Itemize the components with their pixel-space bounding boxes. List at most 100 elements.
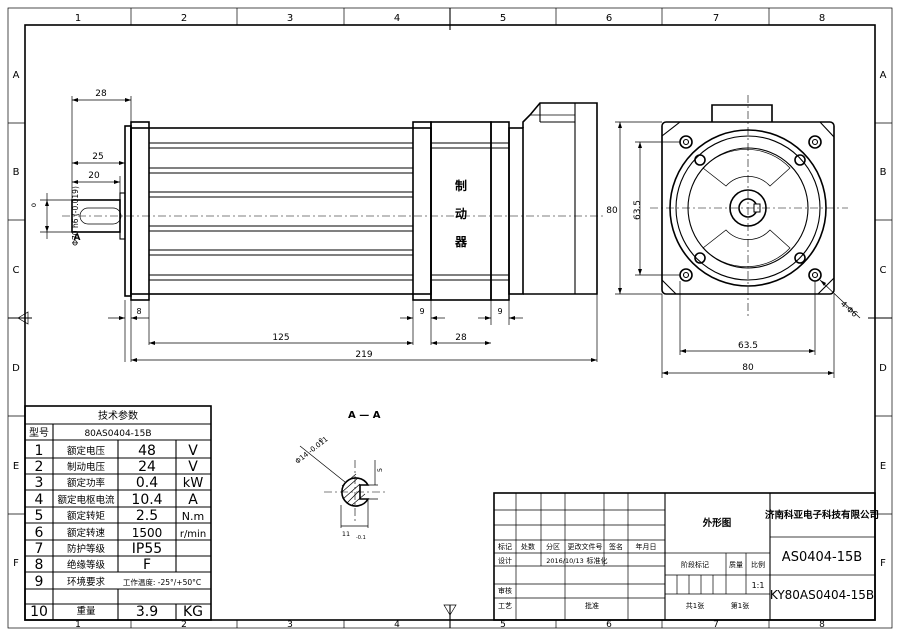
col-label-top: 5 [500,13,506,24]
row-label-right: F [880,558,886,569]
tb-sheets-total: 共1张 [686,601,704,610]
col-label-bottom: 3 [287,620,293,630]
dim-28-top: 28 [95,89,107,99]
dim-63-5-horizontal: 63.5 [738,341,758,351]
dim-8: 8 [136,307,141,316]
dim-80-bottom: 80 [742,363,754,373]
dim-shaft-diameter: Φ70 h6 (-0.019) [71,186,80,246]
spec-no: 8 [35,557,44,573]
section-mark: A [74,233,81,243]
spec-no: 6 [35,525,44,541]
spec-name: 绝缘等级 [67,559,106,571]
tb-review: 审核 [498,586,512,595]
brake-label: 动 [455,207,467,221]
section-key-depth-sub: -0.1 [356,535,366,541]
brake-label: 器 [454,235,468,249]
spec-unit: kW [183,476,204,491]
dim-9-left: 9 [419,307,424,316]
spec-no: 7 [35,541,44,557]
spec-value: 10.4 [131,492,162,508]
spec-no: 1 [35,443,44,459]
section-key-depth: 11 [342,530,350,538]
specs-model-value: 80AS0404-15B [84,429,151,439]
spec-no: 5 [35,508,44,524]
dim-80-right: 80 [606,206,618,216]
motor-body [130,127,432,295]
row-label-right: A [880,70,887,81]
dim-219: 219 [355,350,372,360]
col-label-top: 7 [713,13,719,24]
col-label-bottom: 8 [819,620,825,630]
spec-value: 48 [138,443,156,459]
brake-label: 制 [455,178,467,193]
spec-unit: N.m [182,510,204,523]
tb-standardize: 标准化 [587,556,608,565]
spec-unit: V [188,459,198,475]
row-label-left: C [13,265,20,276]
title-block [493,492,876,621]
spec-value: IP55 [132,541,162,557]
spec-no: 2 [35,459,44,475]
row-label-left: B [13,167,20,178]
spec-name: 额定转矩 [67,510,106,522]
tb-sign: 签名 [609,542,623,551]
spec-name: 重量 [76,605,96,617]
tb-designer: 设计 [498,556,512,565]
section-diameter: Φ14 -0.011 [294,435,330,465]
col-label-top: 1 [75,13,81,24]
col-label-bottom: 1 [75,620,81,630]
spec-name: 额定电压 [67,445,106,457]
specs-table [24,405,212,621]
tb-stage-mark: 阶段标记 [681,560,709,569]
part-number: KY80AS0404-15B [770,588,874,602]
spec-name: 防护等级 [67,543,106,555]
section-key-width: 5 [376,468,384,472]
row-label-left: D [12,363,20,374]
spec-no: 3 [35,475,44,491]
specs-title: 技术参数 [98,409,138,422]
side-view: 制 动 器 [30,89,605,362]
row-label-right: B [880,167,887,178]
tb-sheet-no: 第1张 [731,601,749,610]
spec-unit: V [188,443,198,459]
tb-scale: 比例 [751,560,765,569]
tb-scale-value: 1:1 [752,581,765,590]
specs-rows: 1 额定电压 48 V 2 制动电压 24 V 3 额定功率 0.4 kW 4 … [30,443,206,620]
flange [124,125,132,297]
tb-date: 年月日 [636,542,657,551]
row-label-left: F [13,558,19,569]
company-name: 济南科亚电子科技有限公司 [765,509,879,521]
col-label-bottom: 2 [181,620,187,630]
spec-value: 24 [138,459,156,475]
drawing-type: 外形图 [702,517,732,529]
terminal-box [522,102,598,295]
spec-value: F [143,557,151,573]
row-label-right: D [879,363,887,374]
spec-unit: r/min [180,529,206,540]
tb-zone: 分区 [546,542,560,551]
col-label-bottom: 7 [713,620,719,630]
dim-25: 25 [92,152,103,162]
specs-model-label: 型号 [29,426,49,439]
spec-name: 环境要求 [67,576,106,588]
col-label-top: 4 [394,13,400,24]
tb-doc: 更改文件号 [568,542,603,551]
spec-name: 额定转速 [67,527,106,539]
spec-unit: A [188,492,198,508]
dim-28-bottom: 28 [455,333,467,343]
spec-value: 0.4 [136,475,158,491]
spec-name: 额定电枢电流 [57,494,115,506]
tb-weight: 质量 [729,560,743,569]
tb-design-date: 2016/10/13 [546,557,583,565]
row-label-right: E [880,461,886,472]
col-label-top: 8 [819,13,825,24]
col-label-bottom: 6 [606,620,612,630]
dim-holes: 4-Φ6 [839,299,859,319]
section-diameter-upper: 0 [317,437,324,445]
section-a-a: A — A Φ14 -0.011 0 5 11 -0.1 [294,410,386,541]
row-label-left: A [13,70,20,81]
tb-process: 工艺 [498,602,512,610]
front-view: 80 63.5 63.5 80 4-Φ6 [606,95,861,378]
